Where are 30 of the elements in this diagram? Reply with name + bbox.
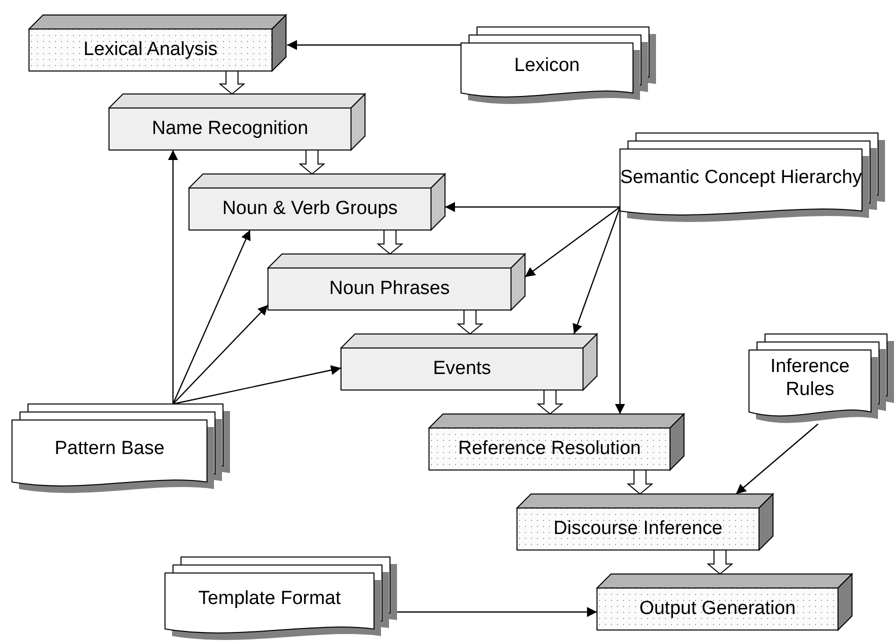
arrow: [287, 40, 461, 50]
block-arrow: [218, 70, 246, 95]
arrow: [172, 365, 342, 405]
node-label: Semantic Concept Hierarchy: [620, 166, 862, 190]
arrow: [524, 206, 620, 278]
block-arrow: [298, 150, 326, 175]
block-arrow: [706, 550, 734, 575]
node-label: Noun & Verb Groups: [222, 198, 398, 220]
arrow: [736, 424, 818, 494]
node-label: Lexical Analysis: [83, 38, 218, 62]
node-label: Noun Phrases: [329, 278, 450, 300]
node-label: Output Generation: [639, 598, 796, 620]
block-arrow: [456, 310, 484, 335]
block-arrow: [376, 230, 404, 255]
node-label: Lexicon: [514, 54, 580, 78]
arrow: [172, 304, 268, 404]
arrow: [168, 150, 178, 404]
node-label: Inference Rules: [769, 356, 851, 402]
arrow: [397, 607, 597, 617]
node-label: Reference Resolution: [458, 438, 641, 460]
node-label: Discourse Inference: [554, 518, 722, 540]
block-arrow: [626, 470, 654, 495]
arrow: [572, 206, 621, 334]
node-label: Pattern Base: [54, 438, 164, 460]
node-label: Events: [432, 358, 492, 380]
arrow: [445, 202, 620, 212]
node-label: Name Recognition: [152, 118, 308, 140]
node-label: Template Format: [198, 588, 341, 610]
block-arrow: [536, 390, 564, 415]
arrow: [172, 230, 251, 404]
